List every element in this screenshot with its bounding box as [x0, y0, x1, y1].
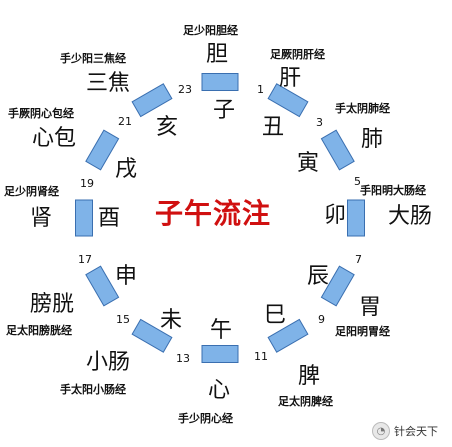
- hour-13: 13: [176, 352, 190, 365]
- hour-bar-zi: [201, 73, 239, 91]
- hour-bar-you: [75, 199, 93, 237]
- hour-bar-chen: [320, 265, 355, 307]
- organ-shen: 膀胱: [30, 292, 75, 317]
- meridian-chen: 足阳明胃经: [335, 325, 390, 338]
- branch-chou: 丑: [262, 115, 285, 140]
- organ-wu: 心: [208, 378, 231, 403]
- hour-bar-chou: [267, 83, 309, 118]
- branch-mao: 卯: [324, 203, 347, 228]
- wechat-icon: ◔: [372, 422, 390, 440]
- hour-bar-si: [267, 318, 309, 353]
- hour-bar-mao: [347, 199, 365, 237]
- watermark-text: 针会天下: [394, 425, 438, 438]
- hour-11: 11: [254, 350, 268, 363]
- organ-yin: 肺: [361, 127, 384, 152]
- organ-zi: 胆: [206, 42, 229, 67]
- hour-bar-yin: [320, 129, 355, 171]
- branch-wei: 未: [160, 308, 183, 333]
- hour-15: 15: [116, 313, 130, 326]
- meridian-mao: 手阳明大肠经: [360, 184, 426, 197]
- diagram-title: 子午流注: [155, 197, 272, 230]
- branch-hai: 亥: [156, 115, 179, 140]
- hour-bar-wu: [201, 345, 239, 363]
- branch-si: 巳: [264, 303, 287, 328]
- meridian-xu: 手厥阴心包经: [8, 107, 74, 120]
- organ-mao: 大肠: [388, 204, 433, 229]
- hour-bar-hai: [131, 83, 173, 118]
- organ-you: 肾: [30, 206, 53, 231]
- hour-19: 19: [80, 177, 94, 190]
- branch-chen: 辰: [307, 264, 330, 289]
- organ-si: 脾: [298, 364, 321, 389]
- hour-23: 23: [178, 83, 192, 96]
- hour-1: 1: [257, 83, 264, 96]
- meridian-shen: 足太阳膀胱经: [6, 324, 72, 337]
- hour-bar-xu: [85, 129, 120, 171]
- branch-you: 酉: [98, 206, 121, 231]
- meridian-you: 足少阴肾经: [4, 185, 59, 198]
- meridian-si: 足太阴脾经: [278, 395, 333, 408]
- hour-21: 21: [118, 115, 132, 128]
- branch-yin: 寅: [297, 151, 320, 176]
- hour-bar-shen: [85, 265, 120, 307]
- branch-zi: 子: [213, 98, 236, 123]
- branch-xu: 戌: [115, 157, 138, 182]
- meridian-hai: 手少阳三焦经: [60, 52, 126, 65]
- hour-17: 17: [78, 253, 92, 266]
- organ-xu: 心包: [32, 126, 77, 151]
- hour-7: 7: [355, 253, 362, 266]
- meridian-chou: 足厥阴肝经: [270, 48, 325, 61]
- organ-chen: 胃: [359, 295, 382, 320]
- hour-9: 9: [318, 313, 325, 326]
- organ-chou: 肝: [279, 66, 302, 91]
- hour-bar-wei: [131, 318, 173, 353]
- hour-3: 3: [316, 116, 323, 129]
- meridian-wei: 手太阳小肠经: [60, 383, 126, 396]
- branch-shen: 申: [115, 264, 138, 289]
- branch-wu: 午: [210, 318, 233, 343]
- meridian-wu: 手少阴心经: [178, 412, 233, 425]
- hour-5: 5: [354, 175, 361, 188]
- meridian-yin: 手太阴肺经: [335, 102, 390, 115]
- organ-wei: 小肠: [86, 350, 131, 375]
- watermark: ◔ 针会天下: [372, 422, 438, 440]
- meridian-zi: 足少阳胆经: [183, 24, 238, 37]
- organ-hai: 三焦: [86, 71, 131, 96]
